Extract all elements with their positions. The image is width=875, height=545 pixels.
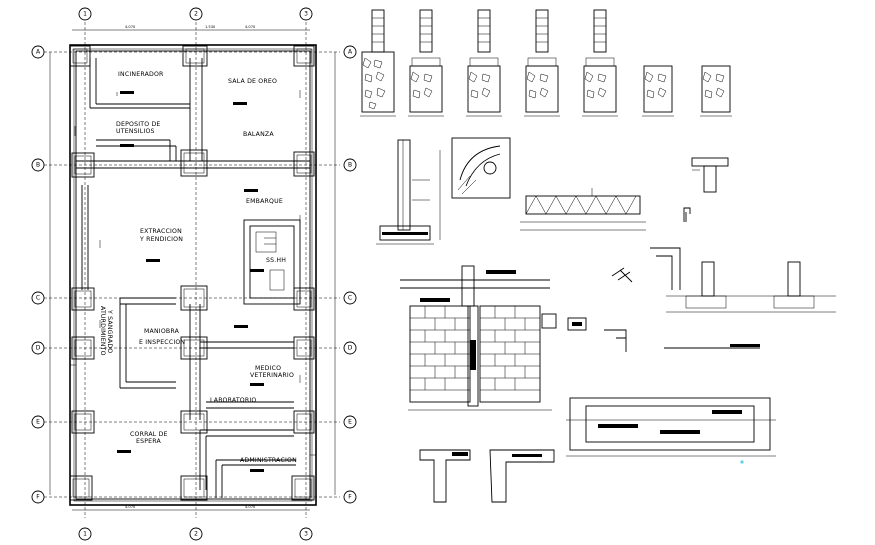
small-connection-detail <box>683 157 729 222</box>
room-label-extraccion-2: Y RENDICION <box>139 236 183 243</box>
room-label-balanza: BALANZA <box>243 131 274 138</box>
grid-col-label-3: 3 <box>304 11 308 18</box>
grid-row-label-D: D <box>36 345 41 352</box>
column-bubbles-top: 1 2 3 <box>78 7 313 21</box>
room-label-extraccion-1: EXTRACCION <box>140 228 182 235</box>
grid-row-label-E: E <box>36 419 40 426</box>
grid-col-label-1-bottom: 1 <box>83 531 87 538</box>
grid-row-label-B-right: B <box>348 162 352 169</box>
room-label-deposito-2: UTENSILIOS <box>116 128 155 135</box>
footing-section-6 <box>642 65 674 117</box>
room-label-administracion: ADMINISTRACION <box>240 457 297 464</box>
footing-section-7 <box>700 65 732 117</box>
grid-col-label-2: 2 <box>194 11 198 18</box>
grid-row-label-C-right: C <box>348 295 352 302</box>
room-label-laboratorio: LABORATORIO <box>210 397 256 404</box>
room-label-medico-1: MEDICO <box>255 365 281 372</box>
grid-row-label-F-right: F <box>348 494 352 501</box>
room-label-maniobra-2: E INSPECCION <box>139 339 185 346</box>
room-label-corral-2: ESPERA <box>136 438 162 445</box>
svg-text:4.070: 4.070 <box>245 505 256 509</box>
grid-row-label-D-right: D <box>348 345 353 352</box>
corner-column-detail <box>451 137 511 199</box>
room-label-deposito-1: DEPOSITO DE <box>116 121 161 128</box>
wall-section-2 <box>408 9 444 117</box>
roof-truss-elevation <box>520 188 646 231</box>
room-label-medico-2: VETERINARIO <box>250 372 294 379</box>
grid-row-label-A: A <box>36 49 41 56</box>
room-label-maniobra-1: MANIOBRA <box>144 328 180 335</box>
beam-plan-detail <box>566 397 776 457</box>
brick-wall-elevation <box>400 265 552 411</box>
room-label-aturdimiento-1: ATURDIMIENTO <box>99 306 106 356</box>
svg-text:4.070: 4.070 <box>125 25 136 29</box>
lintel-detail <box>650 247 836 349</box>
svg-text:4.070: 4.070 <box>245 25 256 29</box>
grid-col-label-1: 1 <box>83 11 87 18</box>
grid-row-label-E-right: E <box>348 419 352 426</box>
room-labels: INCINERADOR SALA DE OREO DEPOSITO DE UTE… <box>99 71 297 464</box>
grid-row-label-A-right: A <box>348 49 353 56</box>
grid-row-label-F: F <box>36 494 40 501</box>
wall-sections-row <box>360 9 732 117</box>
room-label-incinerador: INCINERADOR <box>118 71 164 78</box>
outer-wall <box>69 44 317 506</box>
room-label-embarque: EMBARQUE <box>246 198 283 205</box>
grid-row-label-C: C <box>36 295 40 302</box>
room-label-sala-oreo: SALA DE OREO <box>228 78 277 85</box>
outer-wall-inner <box>75 50 311 500</box>
level-marks <box>116 91 264 472</box>
wall-section-1 <box>360 9 396 117</box>
wall-section-5 <box>582 9 618 117</box>
interior-walls <box>76 58 310 498</box>
floor-plan: 4.070 1.530 4.070 4.070 4.070 <box>31 7 357 541</box>
row-bubbles-right: A B C D E F <box>343 45 357 504</box>
row-bubbles-left: A B C D E F <box>31 45 45 504</box>
room-label-aturdimiento-2: Y SANGRADO <box>106 309 113 353</box>
grid-col-label-2-bottom: 2 <box>194 531 198 538</box>
accent-marker-dot <box>740 460 744 464</box>
svg-text:4.070: 4.070 <box>125 505 136 509</box>
wall-section-3 <box>466 9 502 117</box>
grid-row-label-B: B <box>36 162 40 169</box>
room-label-sshh: SS.HH <box>266 257 286 264</box>
grid-col-label-3-bottom: 3 <box>304 531 308 538</box>
wall-section-4 <box>524 9 560 117</box>
column-bubbles-bottom: 1 2 3 <box>78 527 313 541</box>
column-footing-detail <box>376 139 441 245</box>
foundation-sections <box>419 449 555 503</box>
svg-text:1.530: 1.530 <box>205 25 216 29</box>
room-label-corral-1: CORRAL DE <box>130 431 168 438</box>
small-details-cluster <box>541 267 633 352</box>
structural-columns <box>69 45 315 501</box>
